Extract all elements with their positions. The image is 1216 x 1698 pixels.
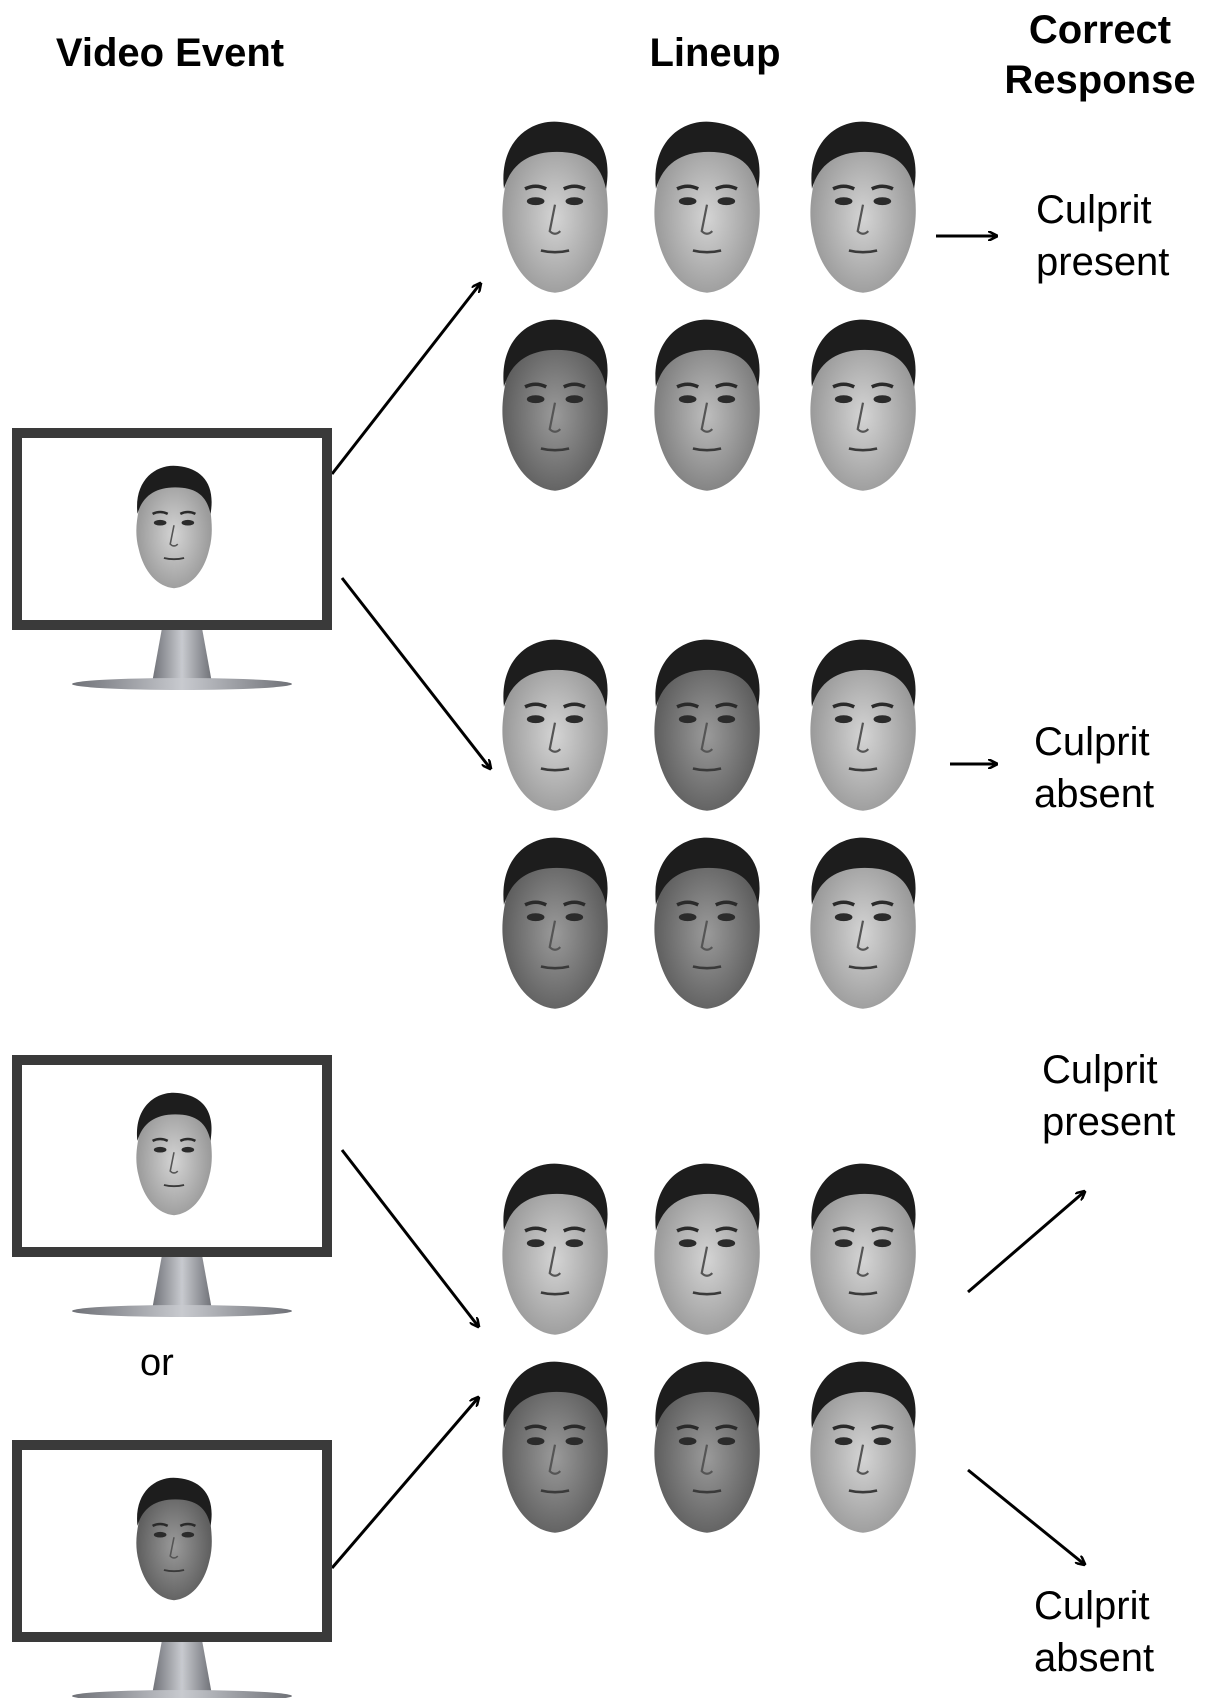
response-present-1-line2: present [1036, 240, 1170, 284]
video-event-monitor-2-face-icon [135, 1091, 214, 1217]
lineup-culprit-present-face-icon-r1c3 [808, 119, 918, 295]
video-event-monitor-3-face-icon [135, 1476, 214, 1602]
header-correct-response-line2: Response [1004, 58, 1196, 102]
lineup-culprit-absent [500, 637, 918, 1011]
response-present-2-line2: present [1042, 1100, 1176, 1144]
response-absent-2-line1: Culprit [1034, 1584, 1150, 1628]
response-present-1: Culprit present [1036, 184, 1169, 288]
arrow-to-present-lineup [330, 284, 480, 475]
response-absent-1: Culprit absent [1034, 716, 1154, 820]
arrow-from-monitor-3 [330, 1398, 478, 1569]
response-absent-2: Culprit absent [1034, 1580, 1154, 1684]
arrow-to-absent-lineup [340, 577, 490, 768]
lineup-culprit-present-face-icon-r2c1 [500, 317, 610, 493]
lineup-culprit-present-face-icon-r2c3 [808, 317, 918, 493]
or-label: or [140, 1342, 174, 1384]
response-present-2: Culprit present [1042, 1044, 1175, 1148]
response-present-2-line1: Culprit [1042, 1048, 1158, 1092]
lineup-culprit-present-face-icon-r2c2 [652, 317, 762, 493]
lineup-culprit-present-face-icon-r1c2 [652, 119, 762, 295]
lineup-culprit-absent-face-icon-r2c1 [500, 835, 610, 1011]
lineup-culprit-absent-face-icon-r2c2 [652, 835, 762, 1011]
lineup-panel-2-face-icon-r2c3 [808, 1359, 918, 1535]
lineup-culprit-absent-face-icon-r1c1 [500, 637, 610, 813]
video-event-monitor-1 [12, 428, 332, 690]
lineup-panel-2-face-icon-r1c2 [652, 1161, 762, 1337]
video-event-monitor-2 [12, 1055, 332, 1317]
header-correct-response-line1: Correct [1028, 8, 1172, 52]
lineup-culprit-absent-face-icon-r1c2 [652, 637, 762, 813]
header-lineup: Lineup [649, 31, 781, 75]
header-video-event: Video Event [55, 31, 285, 75]
response-present-1-line1: Culprit [1036, 188, 1152, 232]
lineup-panel-2-face-icon-r1c1 [500, 1161, 610, 1337]
response-absent-2-line2: absent [1034, 1636, 1155, 1680]
lineup-culprit-present-face-icon-r1c1 [500, 119, 610, 295]
lineup-panel-2-face-icon-r2c1 [500, 1359, 610, 1535]
video-event-monitor-3 [12, 1440, 332, 1698]
lineup-panel-2-face-icon-r2c2 [652, 1359, 762, 1535]
arrow-absent-response-2 [967, 1468, 1084, 1564]
arrow-from-monitor-2 [340, 1149, 478, 1326]
lineup-panel-2-face-icon-r1c3 [808, 1161, 918, 1337]
response-absent-1-line2: absent [1034, 772, 1155, 816]
header-correct-response: Correct Response [985, 5, 1215, 105]
lineup-culprit-absent-face-icon-r2c3 [808, 835, 918, 1011]
response-absent-1-line1: Culprit [1034, 720, 1150, 764]
lineup-panel-2 [500, 1161, 918, 1535]
arrow-present-response-2 [967, 1192, 1084, 1294]
lineup-culprit-present [500, 119, 918, 493]
video-event-monitor-1-face-icon [135, 464, 214, 590]
lineup-culprit-absent-face-icon-r1c3 [808, 637, 918, 813]
